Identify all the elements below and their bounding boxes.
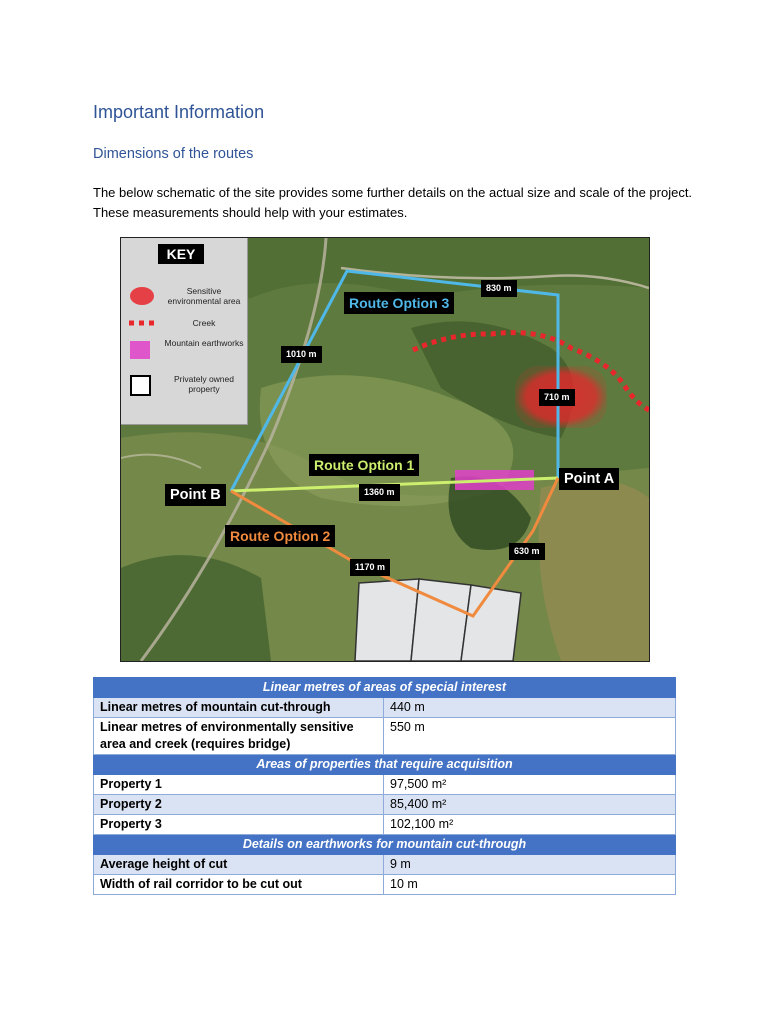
table-row: Width of rail corridor to be cut out 10 … bbox=[93, 874, 676, 895]
distance-tag-r2-left: 1170 m bbox=[350, 559, 391, 576]
row-value: 97,500 m² bbox=[383, 774, 676, 795]
site-schematic-map: 1010 m 830 m 710 m 1360 m 1170 m 630 m R… bbox=[120, 237, 650, 662]
row-label: Property 2 bbox=[93, 794, 384, 815]
row-value: 10 m bbox=[383, 874, 676, 895]
row-value: 440 m bbox=[383, 697, 676, 718]
table-row: Linear metres of mountain cut-through 44… bbox=[93, 697, 676, 718]
point-a-label: Point A bbox=[559, 468, 620, 490]
route-1-label: Route Option 1 bbox=[309, 454, 420, 476]
distance-tag-r3-right: 710 m bbox=[539, 389, 575, 406]
table-row: Property 3 102,100 m² bbox=[93, 814, 676, 835]
key-label-creek: Creek bbox=[192, 318, 216, 328]
distance-tag-r3-top: 830 m bbox=[481, 280, 517, 297]
table-section-header: Areas of properties that require acquisi… bbox=[93, 754, 676, 775]
route-3-line bbox=[229, 269, 560, 492]
row-value: 9 m bbox=[383, 854, 676, 875]
row-label: Property 1 bbox=[93, 774, 384, 795]
point-b-label: Point B bbox=[165, 484, 226, 506]
row-label: Property 3 bbox=[93, 814, 384, 835]
section-title: Linear metres of areas of special intere… bbox=[93, 677, 676, 698]
distance-tag-r3-left: 1010 m bbox=[281, 346, 322, 363]
section-title: Details on earthworks for mountain cut-t… bbox=[93, 834, 676, 855]
distance-tag-r2-right: 630 m bbox=[509, 543, 545, 560]
property-1 bbox=[354, 578, 420, 661]
private-properties bbox=[354, 578, 522, 661]
pink-square-icon bbox=[130, 341, 150, 359]
map-background bbox=[121, 238, 649, 661]
table-section-header: Details on earthworks for mountain cut-t… bbox=[93, 834, 676, 855]
row-label: Average height of cut bbox=[93, 854, 384, 875]
row-label: Width of rail corridor to be cut out bbox=[93, 874, 384, 895]
distance-tag-r1: 1360 m bbox=[359, 484, 400, 501]
table-row: Property 1 97,500 m² bbox=[93, 774, 676, 795]
info-table: Linear metres of areas of special intere… bbox=[93, 677, 676, 895]
row-value: 550 m bbox=[383, 717, 676, 755]
key-label-property: Privately owned property bbox=[173, 374, 234, 394]
row-value: 102,100 m² bbox=[383, 814, 676, 835]
section-title: Areas of properties that require acquisi… bbox=[93, 754, 676, 775]
red-circle-icon bbox=[130, 287, 154, 305]
table-row: Linear metres of environmentally sensiti… bbox=[93, 717, 676, 755]
property-2 bbox=[410, 578, 472, 661]
table-row: Property 2 85,400 m² bbox=[93, 794, 676, 815]
row-label: Linear metres of mountain cut-through bbox=[93, 697, 384, 718]
key-title: KEY bbox=[158, 244, 204, 264]
row-value: 85,400 m² bbox=[383, 794, 676, 815]
property-3 bbox=[460, 584, 522, 661]
section-subheading: Dimensions of the routes bbox=[93, 146, 254, 162]
creek-line bbox=[411, 330, 649, 413]
red-dotted-line-icon bbox=[129, 320, 159, 326]
key-label-earthworks: Mountain earthworks bbox=[164, 338, 244, 348]
outlined-square-icon bbox=[130, 375, 151, 396]
map-key-legend: KEY Sensitive environmental area Creek M… bbox=[121, 238, 248, 425]
route-2-label: Route Option 2 bbox=[225, 525, 336, 547]
table-section-header: Linear metres of areas of special intere… bbox=[93, 677, 676, 698]
row-label: Linear metres of environmentally sensiti… bbox=[93, 717, 384, 755]
key-label-sensitive: Sensitive environmental area bbox=[167, 286, 241, 306]
intro-paragraph: The below schematic of the site provides… bbox=[93, 185, 693, 220]
route-3-label: Route Option 3 bbox=[344, 292, 455, 314]
table-row: Average height of cut 9 m bbox=[93, 854, 676, 875]
page-heading: Important Information bbox=[93, 102, 265, 122]
